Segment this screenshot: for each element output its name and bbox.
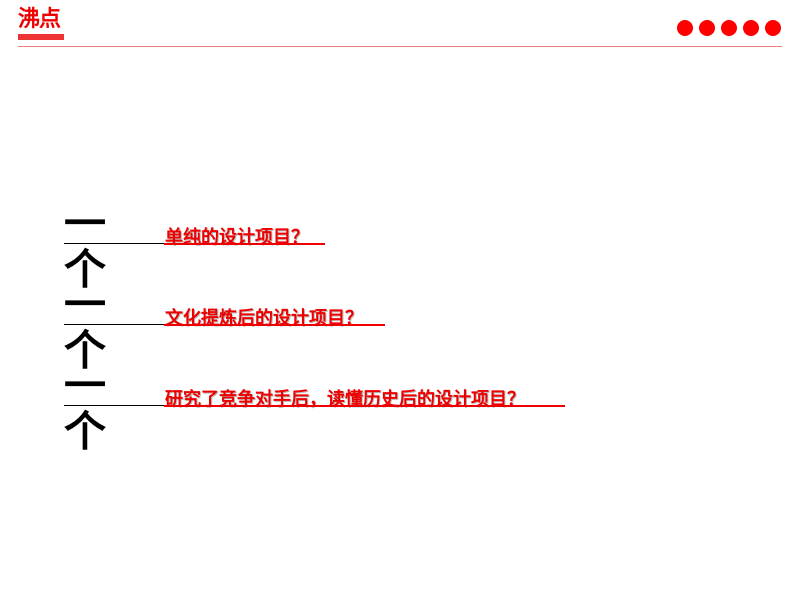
underline <box>164 324 385 326</box>
dot-icon <box>721 20 737 36</box>
dot-icon <box>743 20 759 36</box>
underline <box>164 405 565 407</box>
row-text: 单纯的设计项目？ <box>165 227 309 248</box>
dot-icon <box>765 20 781 36</box>
row-text: 文化提炼后的设计项目？ <box>165 308 363 329</box>
row-prefix: 一个 <box>64 361 106 456</box>
underline <box>64 324 164 325</box>
header-dots <box>677 20 781 36</box>
logo-subtitle-bar <box>18 34 64 40</box>
logo-text: 沸点 <box>18 6 61 32</box>
dot-icon <box>677 20 693 36</box>
underline <box>64 243 164 244</box>
underline <box>64 405 164 406</box>
logo: 沸点 <box>18 6 66 40</box>
row-prefix: 一个 <box>64 280 106 375</box>
row-prefix: 一个 <box>64 199 106 294</box>
header-divider <box>18 46 782 47</box>
dot-icon <box>699 20 715 36</box>
row-text: 研究了竞争对手后，读懂历史后的设计项目？ <box>165 389 525 410</box>
underline <box>164 243 325 245</box>
